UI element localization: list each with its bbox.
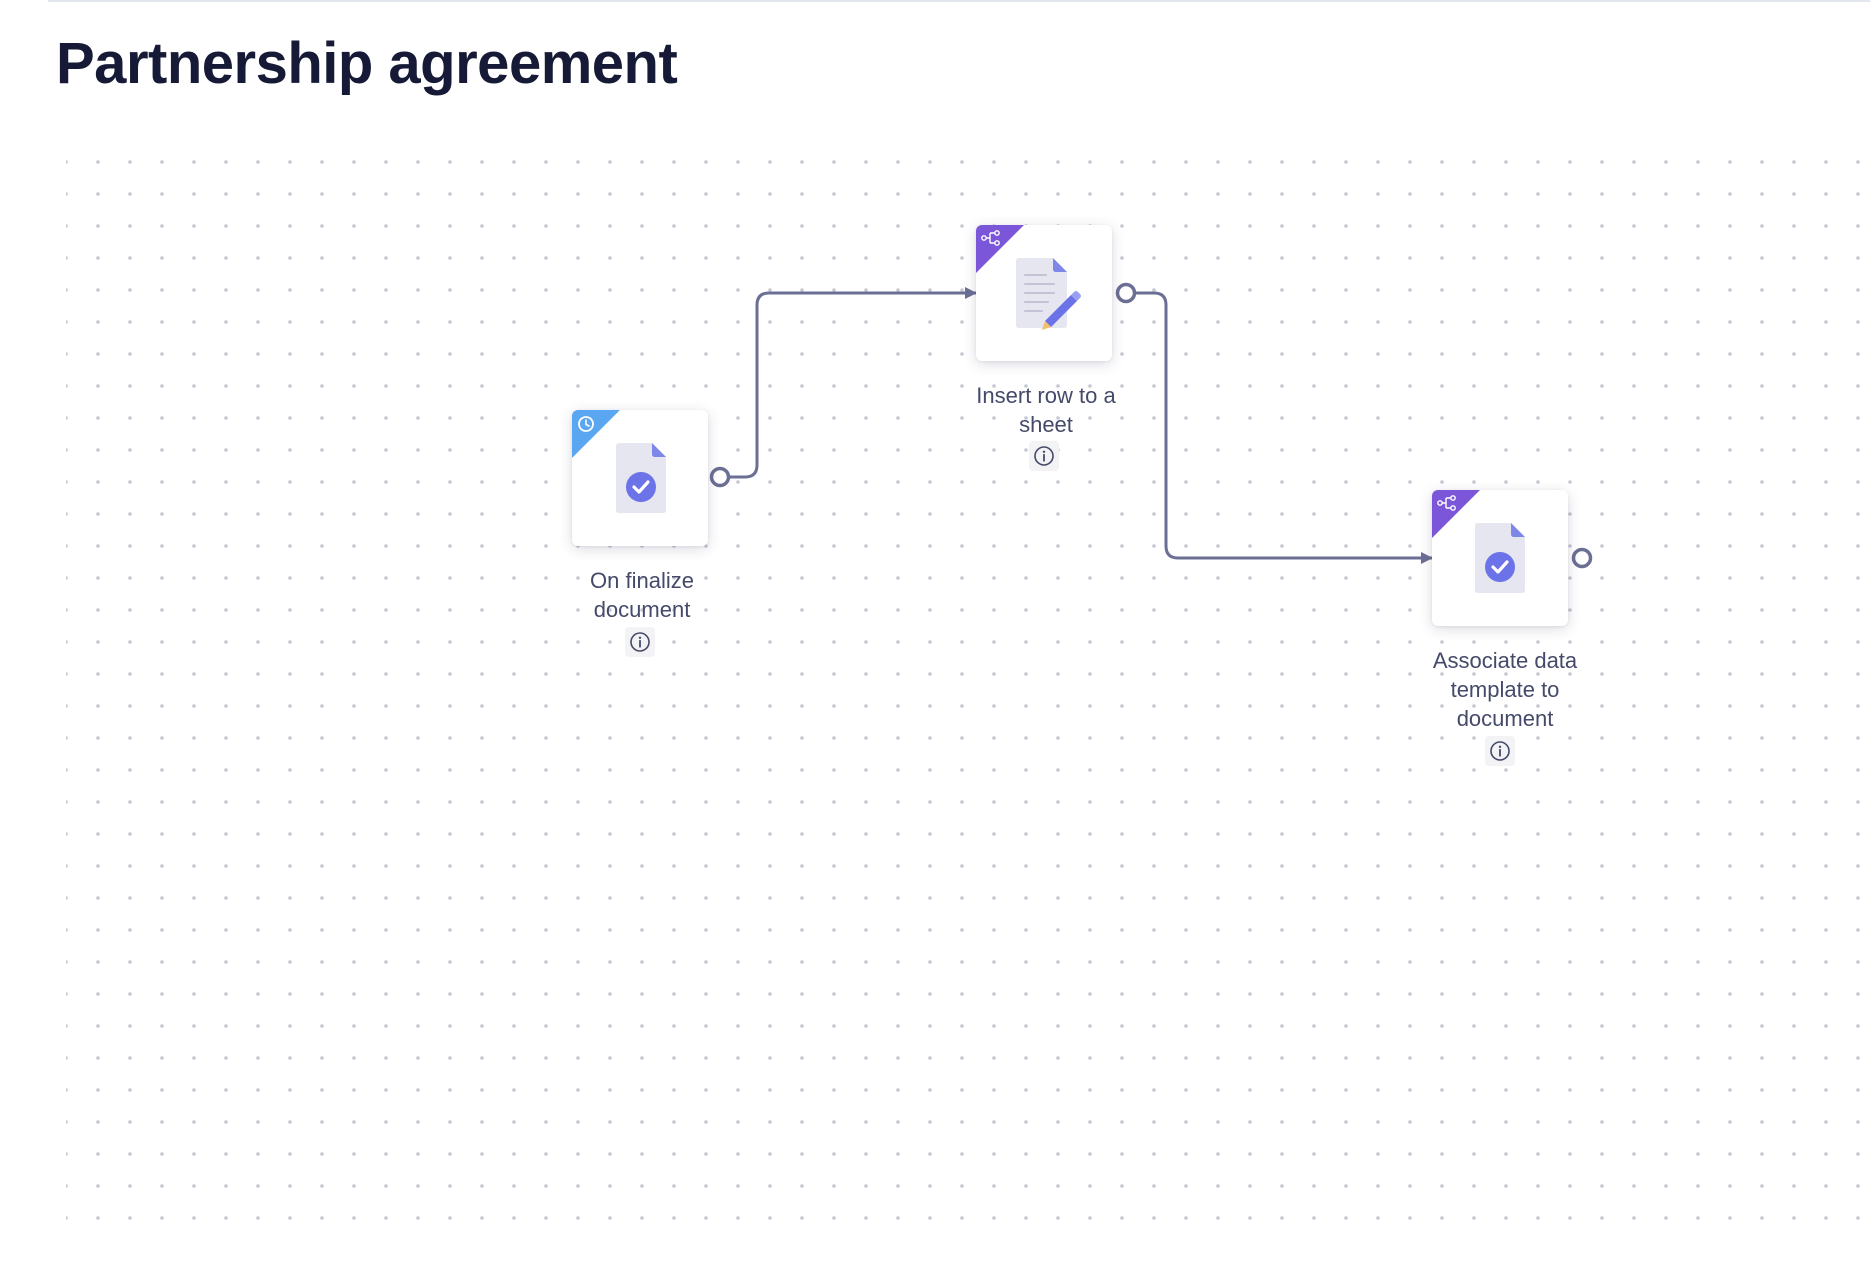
info-icon bbox=[630, 632, 650, 652]
document-check-icon bbox=[616, 443, 666, 513]
node-label-associate: Associate data template to document bbox=[1432, 648, 1578, 731]
connector-finalize-to-insert[interactable] bbox=[730, 287, 977, 479]
document-edit-icon bbox=[1016, 258, 1081, 330]
flow-branch-icon bbox=[976, 225, 1024, 273]
info-icon bbox=[1034, 446, 1054, 466]
output-port-on-finalize[interactable] bbox=[709, 466, 731, 488]
connector-insert-to-associate[interactable] bbox=[1135, 291, 1433, 564]
node-label-insert-row: Insert row to a sheet bbox=[976, 383, 1116, 437]
top-divider bbox=[48, 0, 1870, 2]
info-button-insert-row[interactable] bbox=[1029, 441, 1059, 471]
node-associate-data-template[interactable] bbox=[1432, 490, 1568, 626]
output-port-associate[interactable] bbox=[1571, 547, 1593, 569]
info-button-on-finalize[interactable] bbox=[625, 627, 655, 657]
output-port-insert-row[interactable] bbox=[1115, 282, 1137, 304]
clock-icon bbox=[572, 410, 620, 458]
info-button-associate[interactable] bbox=[1485, 736, 1515, 766]
node-label-on-finalize: On finalize document bbox=[590, 568, 694, 622]
info-icon bbox=[1490, 741, 1510, 761]
dot-grid bbox=[66, 151, 1870, 1221]
node-on-finalize-document[interactable] bbox=[572, 410, 708, 546]
page-title: Partnership agreement bbox=[56, 31, 678, 96]
node-insert-row-to-sheet[interactable] bbox=[976, 225, 1112, 361]
document-check-icon bbox=[1475, 523, 1525, 593]
flow-branch-icon bbox=[1432, 490, 1480, 538]
